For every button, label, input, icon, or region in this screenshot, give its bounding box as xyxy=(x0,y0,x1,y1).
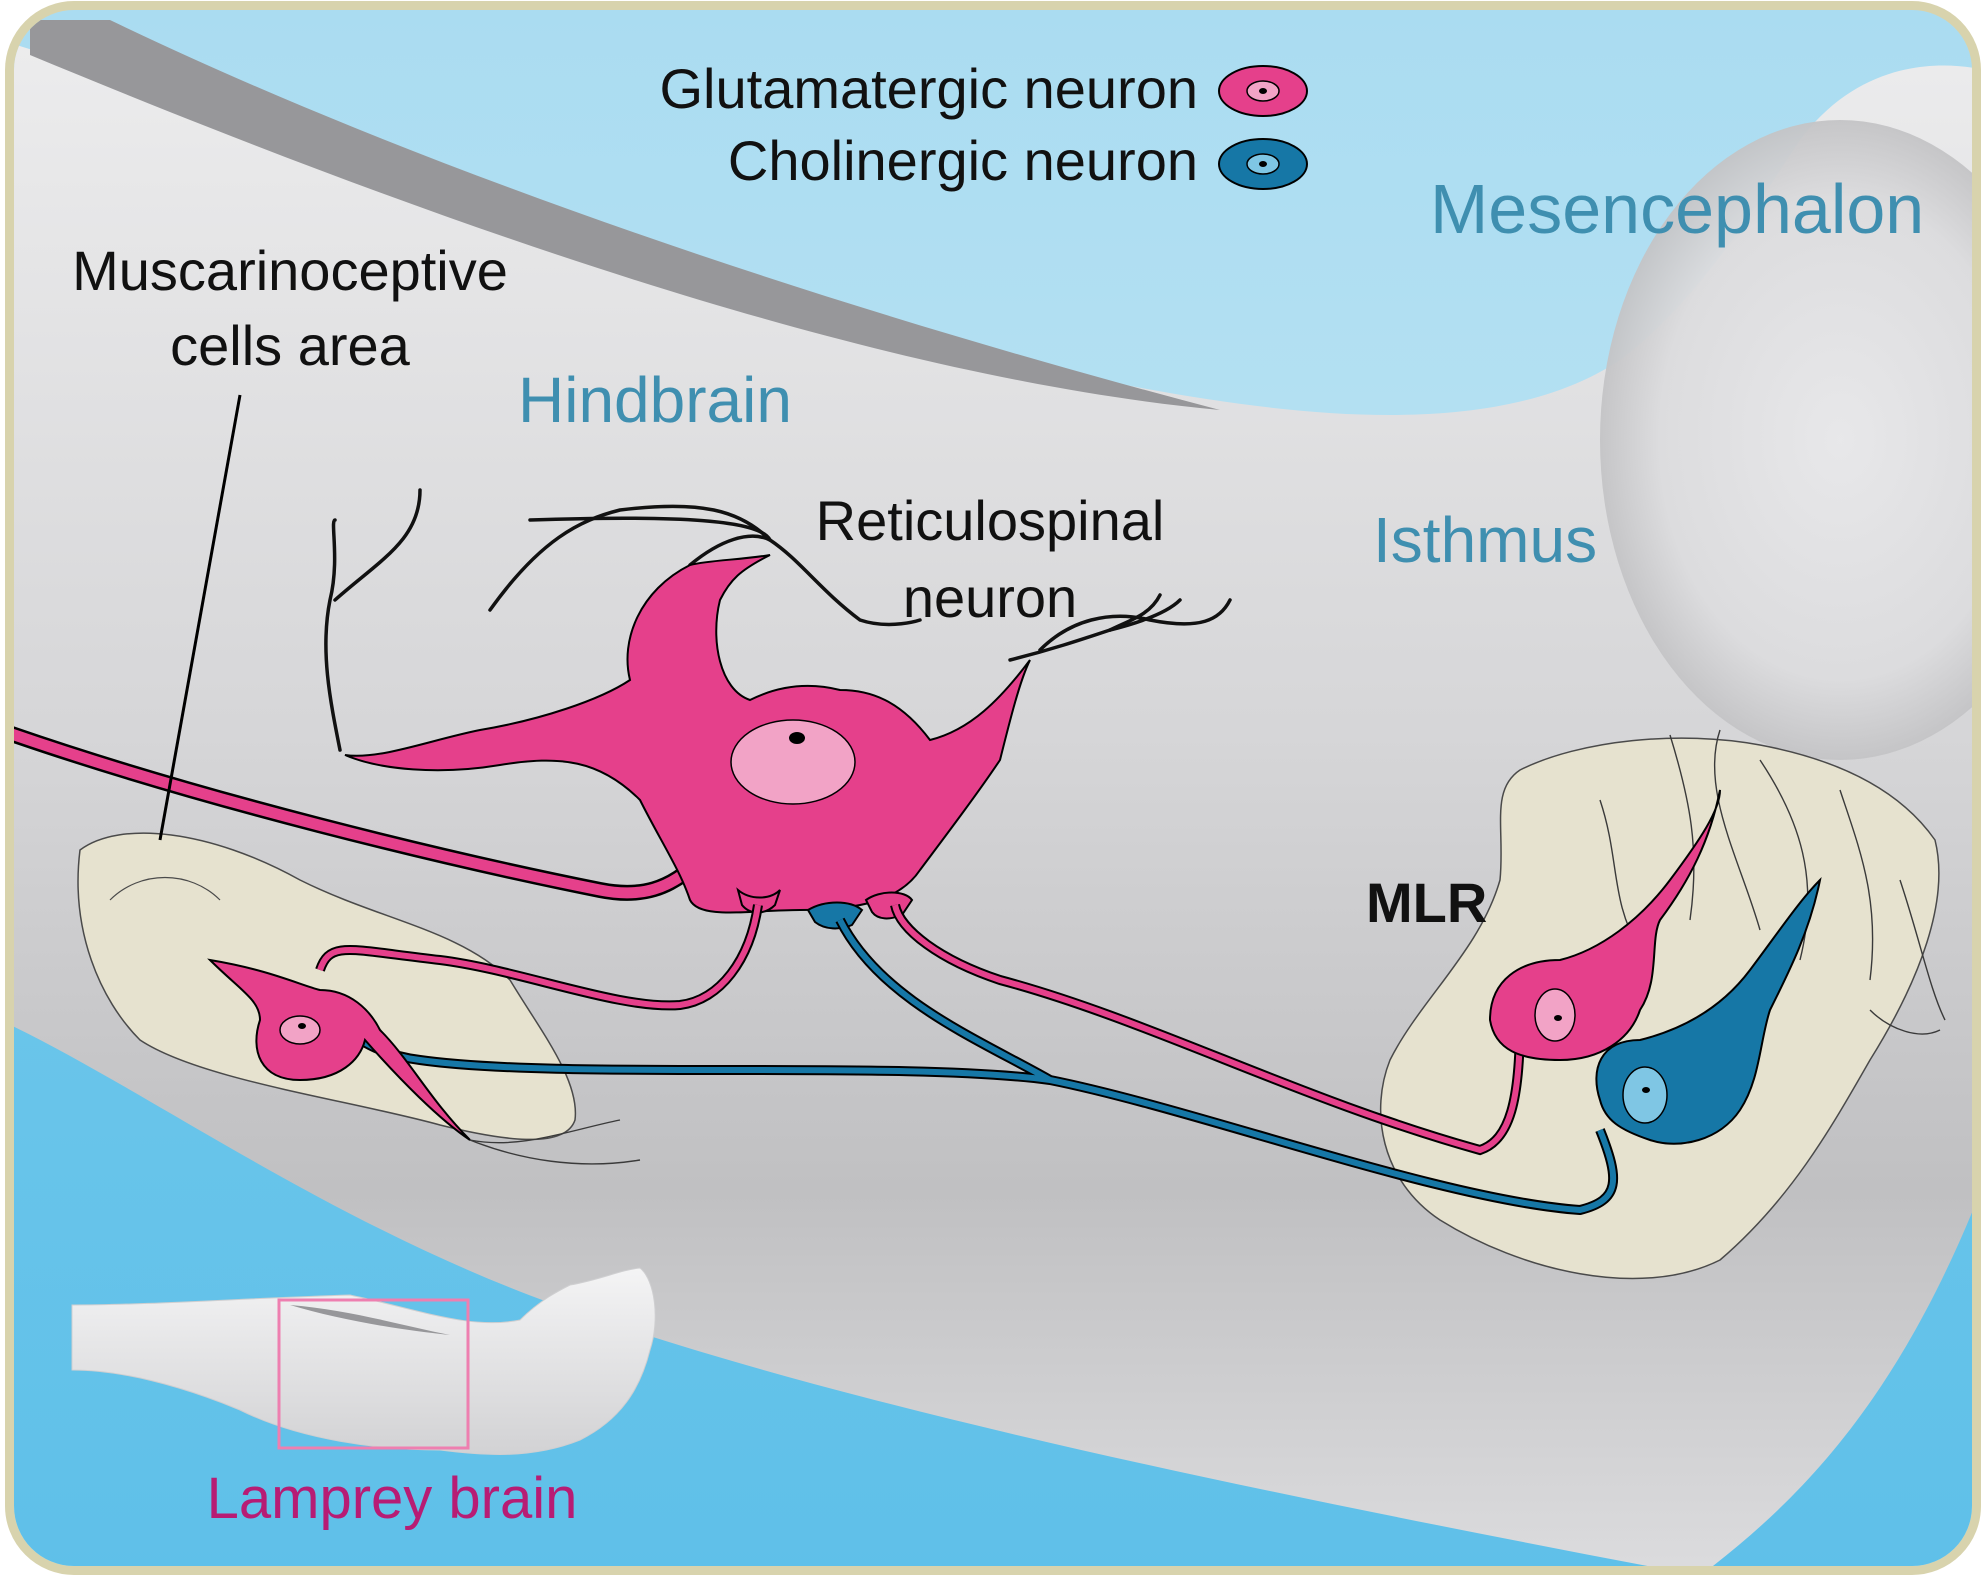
ventricle-band xyxy=(30,20,1220,410)
mlr-area xyxy=(1379,737,1940,1280)
legend-glutamatergic-swatch-nucleolus xyxy=(1259,88,1267,94)
muscarinoceptive-label-line1: Muscarinoceptive xyxy=(72,239,508,302)
reticulospinal-nucleolus xyxy=(789,732,805,744)
muscarinoceptive-nucleus xyxy=(279,1015,321,1045)
inset-caption: Lamprey brain xyxy=(207,1466,578,1531)
reticulospinal-axon-fill xyxy=(14,724,704,899)
reticulospinal-dendrites xyxy=(324,488,1232,752)
region-label-hindbrain: Hindbrain xyxy=(518,364,792,436)
region-label-isthmus: Isthmus xyxy=(1373,504,1597,576)
synapse-glut-left xyxy=(736,887,781,914)
muscarinoceptive-pointer-line xyxy=(158,394,242,841)
muscarinoceptive-neuron xyxy=(207,958,471,1141)
reticulospinal-label-line1: Reticulospinal xyxy=(816,489,1165,552)
legend-glutamatergic-label: Glutamatergic neuron xyxy=(659,57,1198,120)
inset-ventricle xyxy=(290,1305,450,1335)
mlr-cholinergic-axon-fill xyxy=(343,918,1616,1214)
muscarinoceptive-fibers xyxy=(469,1119,641,1165)
reticulospinal-label-line2: neuron xyxy=(903,566,1077,629)
legend-cholinergic-swatch-nucleolus xyxy=(1259,161,1267,167)
muscarinoceptive-label-line2: cells area xyxy=(170,314,411,377)
muscarinoceptive-contour xyxy=(109,876,221,901)
inset-lamprey-brain xyxy=(71,1267,656,1455)
mlr-cholinergic-nucleus xyxy=(1622,1066,1668,1124)
mesencephalon-bulge xyxy=(1600,120,1972,760)
mlr-glutamatergic-nucleus xyxy=(1534,988,1576,1042)
muscarinoceptive-to-rs-axon-fill xyxy=(317,904,761,1009)
legend-cholinergic-label: Cholinergic neuron xyxy=(728,129,1198,192)
mlr-label: MLR xyxy=(1366,871,1487,934)
region-label-mesencephalon: Mesencephalon xyxy=(1430,170,1924,248)
muscarinoceptive-nucleolus xyxy=(298,1023,306,1029)
synapse-chol xyxy=(806,901,864,930)
mlr-glutamatergic-axon-fill xyxy=(892,904,1523,1154)
reticulospinal-nucleus xyxy=(730,719,856,805)
mlr-cholinergic-nucleolus xyxy=(1642,1087,1650,1093)
mlr-dendrite-fibers xyxy=(1599,729,1946,1035)
mlr-glutamatergic-nucleolus xyxy=(1554,1015,1562,1021)
inset-highlight-box xyxy=(277,1298,470,1450)
legend: Glutamatergic neuron Cholinergic neuron xyxy=(659,57,1308,192)
